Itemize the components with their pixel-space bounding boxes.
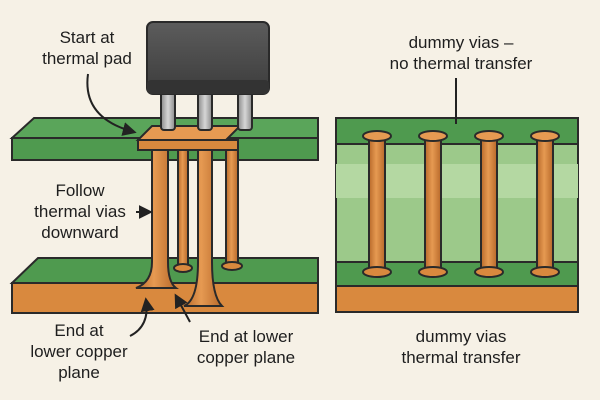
thermal-via-thin-2 xyxy=(225,139,239,267)
end-at-lower-copper-plane-left-label: End at lower copper plane xyxy=(30,321,128,382)
thermal-vias xyxy=(135,139,243,307)
follow-thermal-vias-label: Follow thermal vias downward xyxy=(34,181,126,242)
end-at-lower-copper-plane-right-label: End at lower copper plane xyxy=(196,327,296,367)
thermal-pad xyxy=(135,125,243,151)
dummy-via-4 xyxy=(530,130,560,278)
left-panel xyxy=(9,21,319,337)
copper-plane-right xyxy=(335,285,579,313)
thermal-via-main xyxy=(135,139,179,289)
ic-pin-1 xyxy=(160,91,176,131)
thermal-via-main-2 xyxy=(183,139,225,307)
right-panel xyxy=(335,78,579,313)
ic-chip xyxy=(146,21,270,131)
ic-pin-2 xyxy=(197,91,213,131)
dummy-vias xyxy=(362,130,560,278)
dummy-vias-no-thermal-transfer-label: dummy vias – no thermal transfer xyxy=(389,33,533,73)
dummy-via-3 xyxy=(474,130,504,278)
ic-pin-3 xyxy=(237,91,253,131)
end-arrow-left xyxy=(129,297,155,337)
start-arrow xyxy=(86,73,137,136)
end-arrow-right xyxy=(174,293,191,323)
dummy-via-2 xyxy=(418,130,448,278)
dummy-vias-thermal-transfer-label: dummy vias thermal transfer xyxy=(401,327,521,367)
dummy-via-1 xyxy=(362,130,392,278)
start-at-thermal-pad-label: Start at thermal pad xyxy=(42,28,132,68)
thermal-via-thin-1 xyxy=(177,139,189,269)
